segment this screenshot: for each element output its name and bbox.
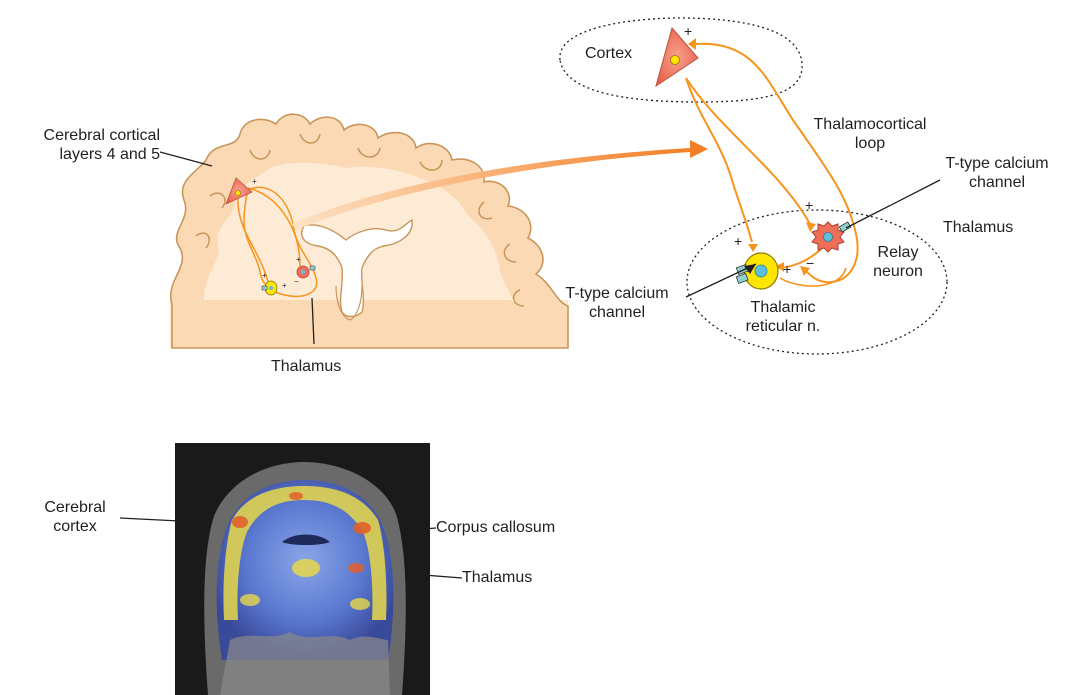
label-t-type-left-line1: T-type calcium xyxy=(548,284,686,303)
label-cerebral-cortex-line1: Cerebral xyxy=(32,498,118,517)
mri-thalamus xyxy=(292,559,320,577)
label-thalamus-mri: Thalamus xyxy=(462,568,532,587)
leader-cerebral-layers xyxy=(160,152,212,166)
label-corpus-callosum: Corpus callosum xyxy=(436,518,555,537)
coronal-brain-section xyxy=(170,114,568,348)
sign-plus-mini-return: + xyxy=(282,282,287,290)
label-cerebral-cortex-mri: Cerebral cortex xyxy=(32,498,118,536)
mri-yellow-lower-left xyxy=(240,594,260,606)
label-t-type-top-line2: channel xyxy=(928,173,1066,192)
synapse-reticular-terminal xyxy=(748,244,758,252)
sign-plus-mini-relay: + xyxy=(296,256,301,264)
relay-neuron-nucleus xyxy=(824,233,833,242)
label-relay-line2: neuron xyxy=(868,262,928,281)
sign-minus-mini-relay: − xyxy=(294,278,299,286)
mri-hotspot-mid-right xyxy=(348,563,364,573)
label-t-type-left-line2: channel xyxy=(548,303,686,322)
label-cerebral-cortex-line2: cortex xyxy=(32,517,118,536)
label-t-type-channel-left: T-type calcium channel xyxy=(548,284,686,322)
sign-plus-reticular-return: + xyxy=(783,262,791,276)
label-reticular-line1: Thalamic xyxy=(738,298,828,317)
leader-t-type-top xyxy=(846,180,940,228)
mini-reticular-nucleus xyxy=(269,286,273,290)
sign-plus-reticular: + xyxy=(734,234,742,248)
sign-minus-relay: − xyxy=(806,256,814,270)
mini-channel-left xyxy=(262,286,267,290)
mri-yellow-lower-right xyxy=(350,598,370,610)
label-t-type-top-line1: T-type calcium xyxy=(928,154,1066,173)
reticular-neuron-nucleus xyxy=(755,265,767,277)
label-thalamus-schematic: Thalamus xyxy=(943,218,1013,237)
cortex-neuron-nucleus xyxy=(671,56,680,65)
label-thalamus-coronal: Thalamus xyxy=(271,357,341,376)
mri-hotspot-left xyxy=(232,516,248,528)
mri-hotspot-top xyxy=(289,492,303,500)
label-relay-neuron: Relay neuron xyxy=(868,243,928,281)
label-t-type-channel-top: T-type calcium channel xyxy=(928,154,1066,192)
label-loop-line2: loop xyxy=(790,134,950,153)
label-cerebral-layers-line2: layers 4 and 5 xyxy=(10,145,160,164)
label-reticular-line2: reticular n. xyxy=(738,317,828,336)
synapse-relay-terminal xyxy=(806,222,816,232)
sign-plus-cortex: + xyxy=(684,24,692,38)
mri-hotspot-right xyxy=(353,522,371,534)
mini-pyramidal-nucleus xyxy=(235,190,240,195)
t-type-channel-reticular-2 xyxy=(736,273,748,283)
mini-channel-right xyxy=(310,266,315,270)
mini-relay-nucleus xyxy=(301,270,305,274)
label-cortex: Cortex xyxy=(585,44,632,63)
label-cerebral-cortical-layers: Cerebral cortical layers 4 and 5 xyxy=(10,126,160,164)
sign-plus-relay: + xyxy=(805,198,813,212)
label-cerebral-layers-line1: Cerebral cortical xyxy=(10,126,160,145)
mri-pet-image xyxy=(175,443,430,695)
mri-lower-gyri xyxy=(220,632,390,695)
corticothalamic-path-left xyxy=(686,78,752,242)
label-thalamic-reticular: Thalamic reticular n. xyxy=(738,298,828,336)
label-relay-line1: Relay xyxy=(868,243,928,262)
sign-plus-mini-cortex: + xyxy=(252,178,257,186)
sign-plus-mini-reticular: + xyxy=(262,272,267,280)
label-loop-line1: Thalamocortical xyxy=(790,115,950,134)
label-thalamocortical-loop: Thalamocortical loop xyxy=(790,115,950,153)
